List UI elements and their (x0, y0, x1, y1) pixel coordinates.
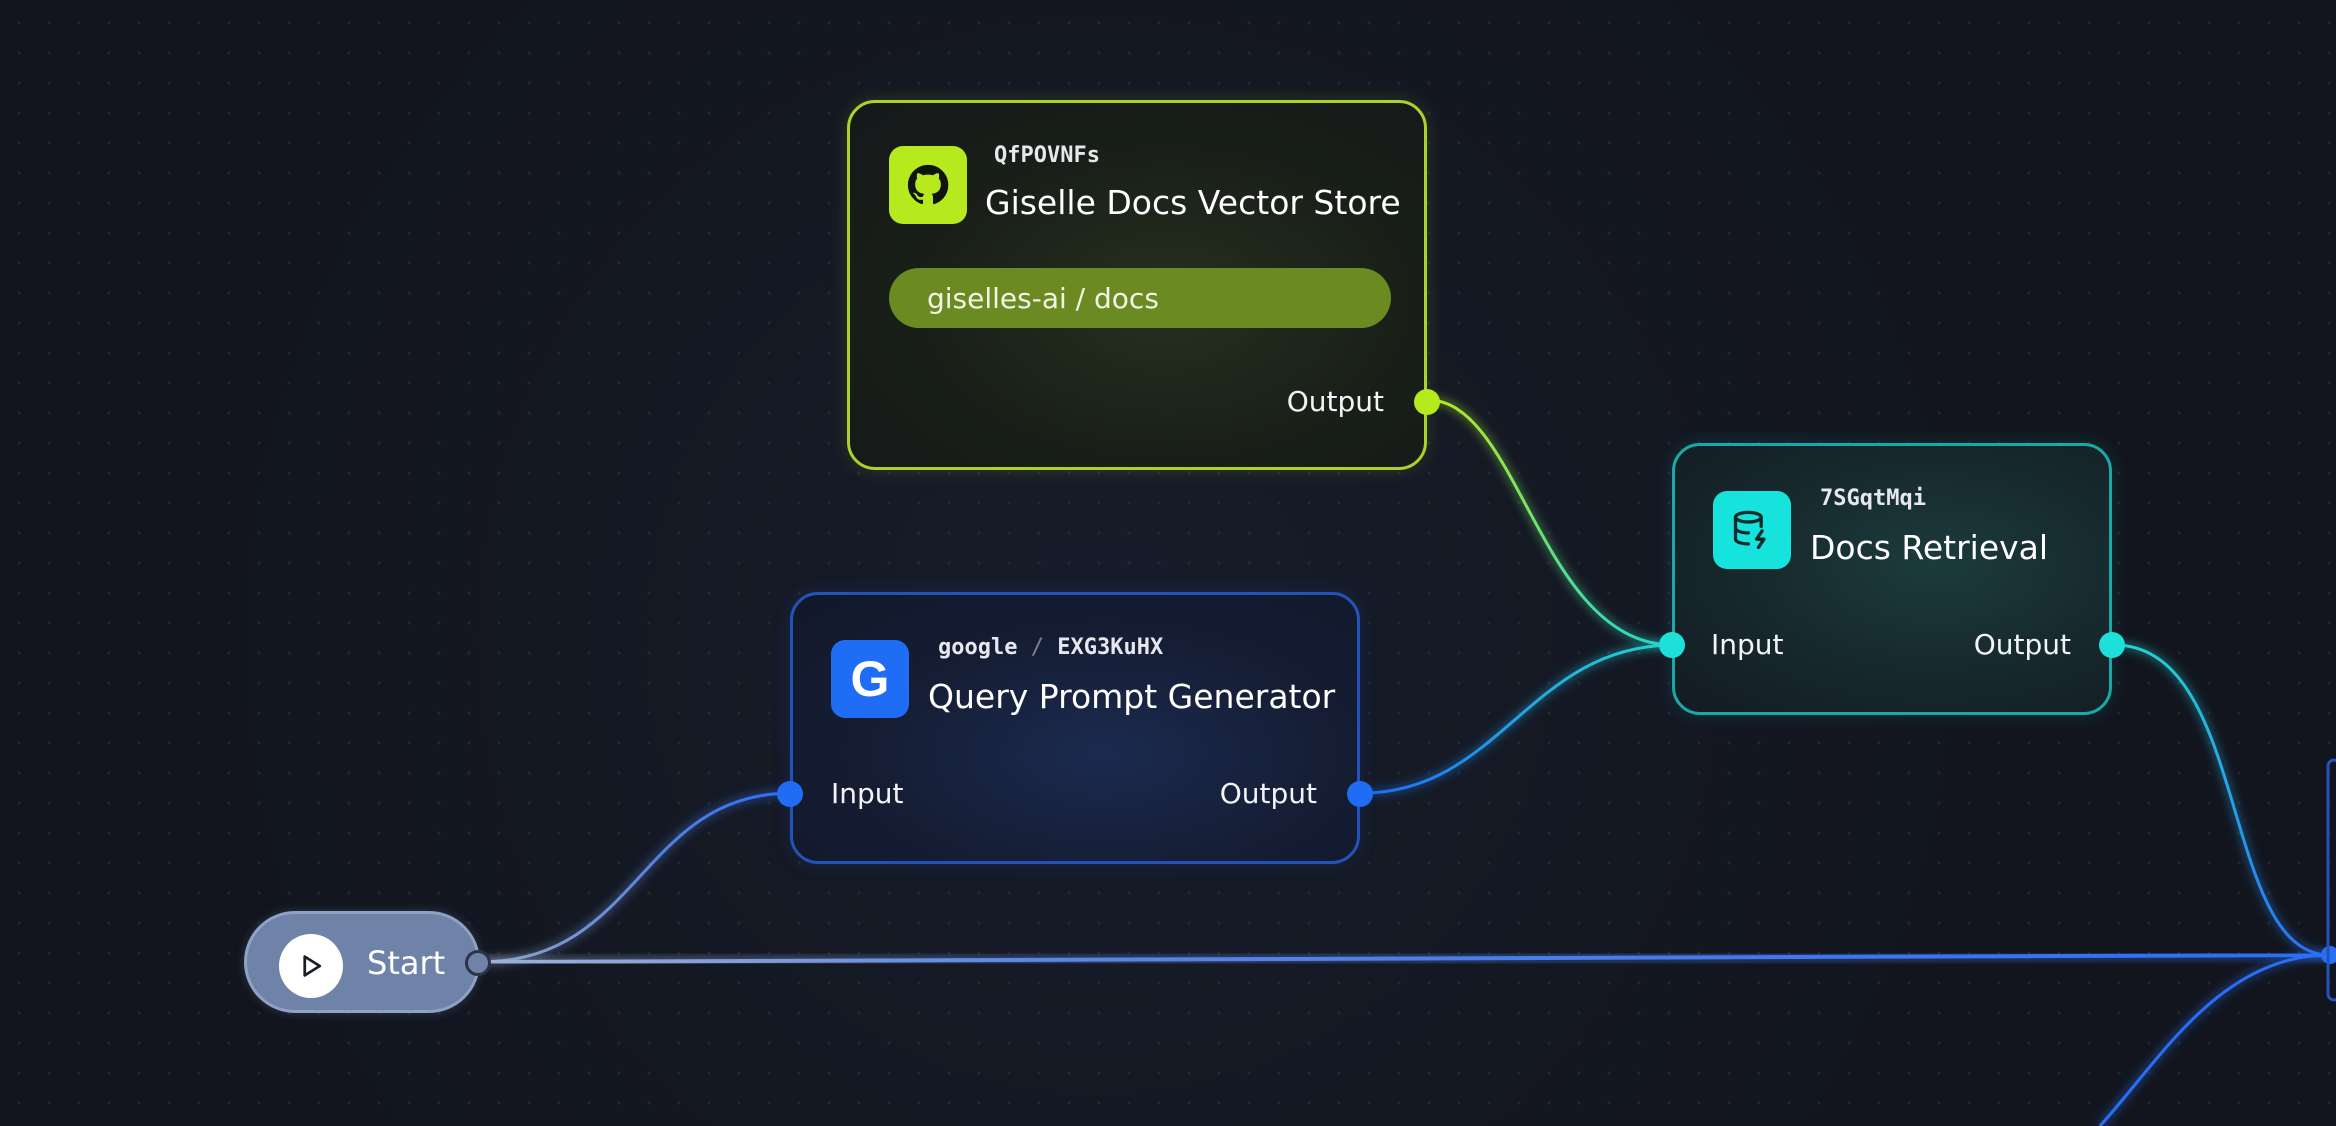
google-icon-tile: G (831, 640, 909, 718)
offscreen-node-edge (2326, 758, 2336, 1002)
edge-generator-to-retrieval (1361, 643, 1675, 795)
start-label: Start (367, 944, 446, 982)
repo-badge[interactable]: giselles-ai / docs (889, 268, 1391, 328)
node-title: Giselle Docs Vector Store (985, 183, 1401, 222)
offscreen-node-port (2321, 946, 2336, 964)
input-port-label: Input (1711, 628, 1784, 661)
github-icon (907, 164, 949, 205)
input-port-handle[interactable] (1659, 632, 1685, 658)
output-port-handle[interactable] (2099, 632, 2125, 658)
edge-vector-to-retrieval (1427, 398, 1675, 647)
edge-start-to-offscreen (479, 953, 2331, 964)
github-icon-tile (889, 146, 967, 224)
edge-offscreen-lower (2098, 953, 2331, 1126)
repo-label: giselles-ai / docs (927, 281, 1159, 315)
node-query-prompt-generator[interactable]: G google / EXG3KuHX Query Prompt Generat… (777, 592, 1373, 864)
output-port-handle[interactable] (1414, 389, 1440, 415)
play-icon (303, 955, 322, 977)
play-button[interactable] (279, 934, 343, 998)
start-node[interactable]: Start (244, 911, 491, 1013)
output-port-label: Output (1973, 628, 2071, 661)
node-docs-retrieval[interactable]: 7SGqtMqi Docs Retrieval Input Output (1659, 443, 2125, 715)
node-title: Query Prompt Generator (928, 677, 1336, 716)
node-id: QfPOVNFs (994, 143, 1100, 168)
input-port-label: Input (831, 777, 904, 810)
database-bolt-icon (1733, 510, 1766, 550)
output-port-handle[interactable] (1347, 781, 1373, 807)
google-g-icon: G (850, 651, 890, 707)
edge-start-to-generator (479, 791, 793, 964)
model-id: EXG3KuHX (1057, 635, 1164, 660)
edge-retrieval-to-offscreen (2113, 643, 2331, 957)
node-id: 7SGqtMqi (1820, 486, 1926, 511)
model-provider: google (938, 635, 1018, 660)
input-port-handle[interactable] (777, 781, 803, 807)
node-title: Docs Retrieval (1810, 528, 2049, 567)
output-port-label: Output (1219, 777, 1317, 810)
output-port-label: Output (1286, 385, 1384, 418)
node-giselle-docs-vector-store[interactable]: QfPOVNFs Giselle Docs Vector Store gisel… (847, 100, 1440, 470)
start-output-port-handle[interactable] (465, 950, 491, 976)
model-separator: / (1030, 635, 1044, 660)
node-model-id: google / EXG3KuHX (938, 635, 1163, 660)
database-icon-tile (1713, 491, 1791, 569)
